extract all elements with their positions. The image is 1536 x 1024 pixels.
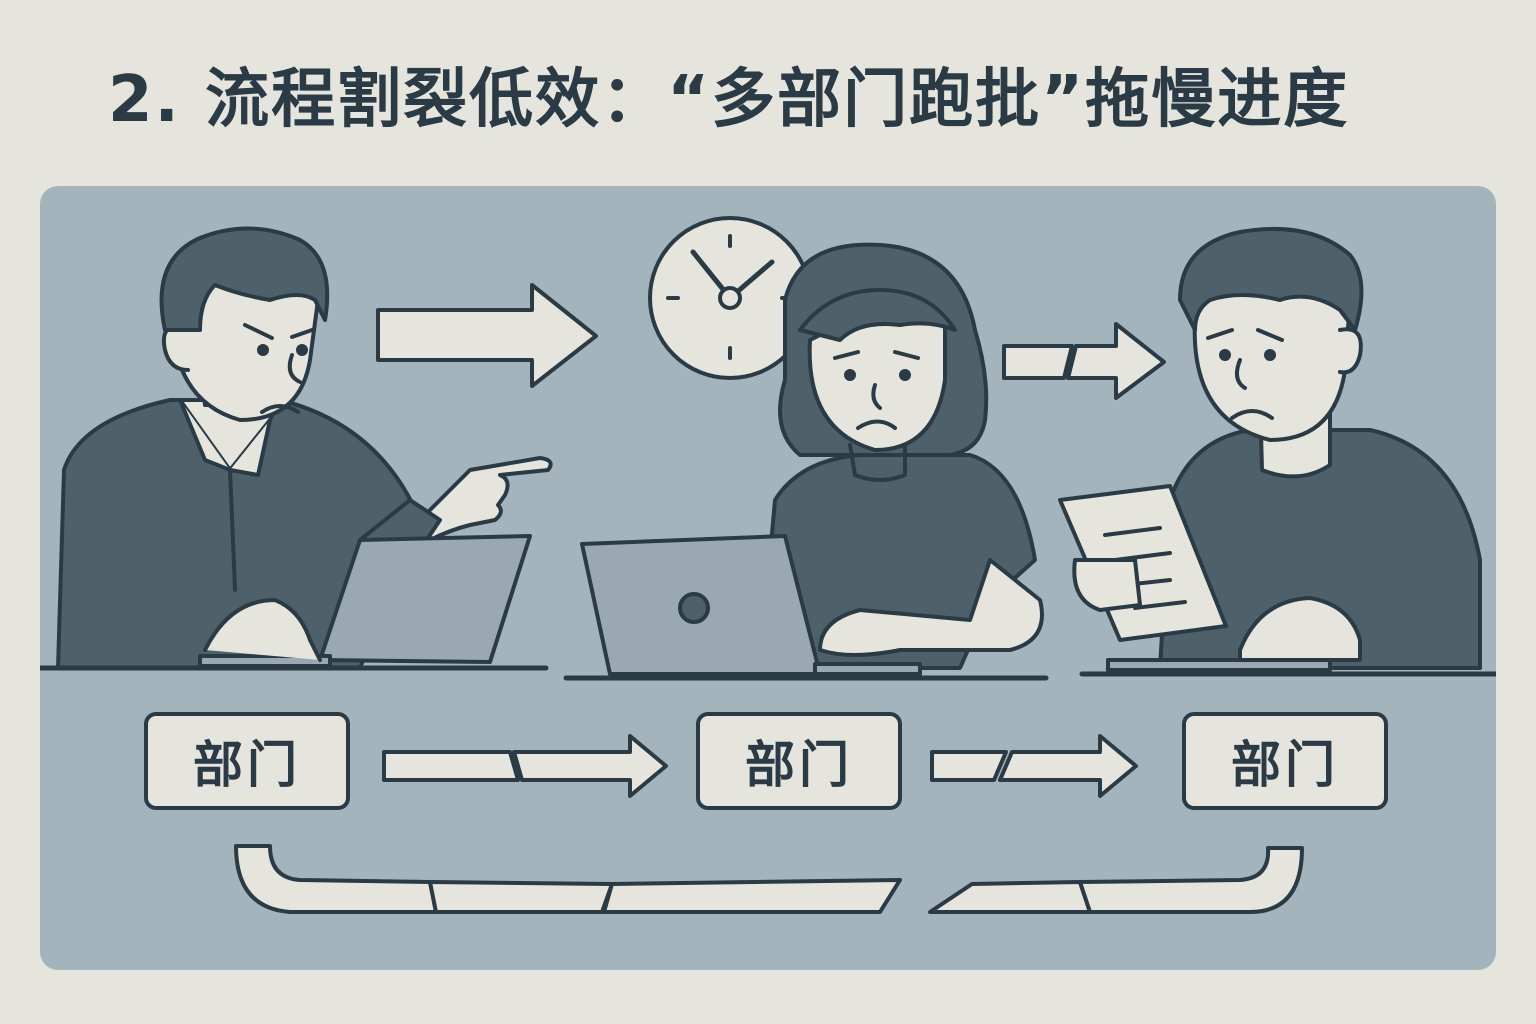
department-box-3: 部门: [1182, 712, 1388, 810]
person-reading: [1058, 226, 1482, 672]
broken-arrow-icon: [382, 750, 520, 782]
arrow-right-icon: [376, 283, 598, 388]
illustration: [40, 216, 1496, 914]
department-box-2: 部门: [696, 712, 902, 810]
department-box-1: 部门: [144, 712, 350, 810]
broken-arrow-icon: [1002, 344, 1074, 380]
person-worried: [580, 242, 1044, 676]
illustration-panel: 部门 部门 部门: [40, 186, 1496, 970]
person-manager: [56, 226, 553, 670]
return-loop-segment: [234, 844, 438, 914]
page-title: 2. 流程割裂低效：“多部门跑批”拖慢进度: [108, 63, 1350, 137]
